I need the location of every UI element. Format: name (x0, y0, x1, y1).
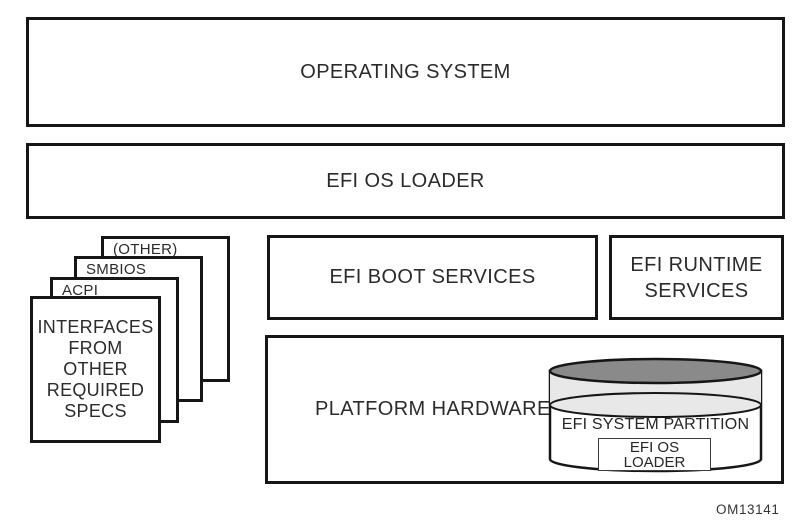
spec-paper-interfaces-label: INTERFACES FROM OTHER REQUIRED SPECS (37, 317, 154, 421)
spec-paper-smbios-label: SMBIOS (86, 261, 147, 278)
efi-os-loader-box: EFI OS LOADER (26, 143, 785, 219)
efi-boot-services-label: EFI BOOT SERVICES (329, 266, 536, 288)
operating-system-box: OPERATING SYSTEM (26, 17, 785, 127)
operating-system-label: OPERATING SYSTEM (300, 60, 511, 83)
efi-boot-services-box: EFI BOOT SERVICES (267, 235, 598, 320)
efi-system-partition-disk: EFI SYSTEM PARTITION EFI OS LOADER (548, 357, 763, 473)
disk-efi-os-loader-label: EFI OS LOADER (623, 439, 686, 471)
efi-system-partition-label: EFI SYSTEM PARTITION (561, 416, 750, 433)
efi-os-loader-label: EFI OS LOADER (326, 169, 485, 192)
spec-paper-other-label: (OTHER) (113, 241, 178, 258)
efi-runtime-services-box: EFI RUNTIME SERVICES (609, 235, 784, 320)
disk-efi-os-loader-box: EFI OS LOADER (598, 438, 711, 471)
efi-runtime-services-label: EFI RUNTIME SERVICES (630, 253, 763, 302)
figure-id: OM13141 (716, 502, 780, 517)
platform-hardware-label: PLATFORM HARDWARE (315, 398, 551, 420)
spec-paper-interfaces: INTERFACES FROM OTHER REQUIRED SPECS (30, 296, 161, 443)
spec-paper-acpi-label: ACPI (62, 282, 99, 299)
